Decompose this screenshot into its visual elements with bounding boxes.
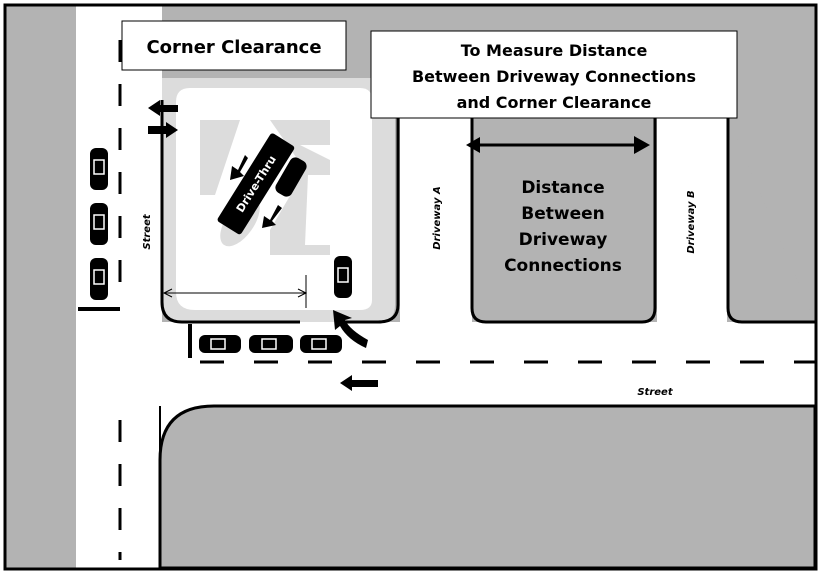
corner-clearance-title-box: Corner Clearance	[121, 20, 347, 71]
car-icon	[90, 148, 352, 353]
frame-border	[3, 3, 818, 571]
driveway-distance-arrow	[466, 136, 650, 154]
arrow-icon	[148, 100, 378, 391]
street-label-vertical: Street	[142, 213, 153, 249]
left-block	[6, 6, 76, 568]
right-block	[726, 118, 815, 324]
info-box-line: To Measure Distance	[461, 41, 648, 60]
distance-label-line: Distance	[521, 178, 604, 198]
distance-label-line: Connections	[504, 256, 622, 276]
distance-label-line: Between	[521, 204, 604, 224]
info-box-line: Between Driveway Connections	[412, 67, 696, 86]
drive-thru-lane	[200, 120, 330, 255]
distance-label-line: Driveway	[519, 230, 608, 250]
driveway-a	[400, 118, 472, 322]
corner-clearance-measure	[162, 275, 308, 308]
info-box-line: and Corner Clearance	[457, 93, 652, 112]
info-box: To Measure Distance Between Driveway Con…	[370, 30, 738, 119]
distance-label: Distance Between Driveway Connections	[504, 178, 622, 276]
lot-curb-line	[160, 100, 400, 324]
car-window-icon	[93, 159, 349, 350]
driveway-b	[657, 118, 727, 322]
middle-block	[470, 118, 657, 324]
driveway-b-label: Driveway B	[686, 190, 697, 253]
street-label-horizontal: Street	[637, 387, 673, 398]
corner-clearance-title: Corner Clearance	[146, 37, 321, 58]
bottom-block	[158, 404, 817, 570]
driveway-a-label: Driveway A	[432, 186, 443, 249]
horizontal-street	[160, 322, 815, 406]
